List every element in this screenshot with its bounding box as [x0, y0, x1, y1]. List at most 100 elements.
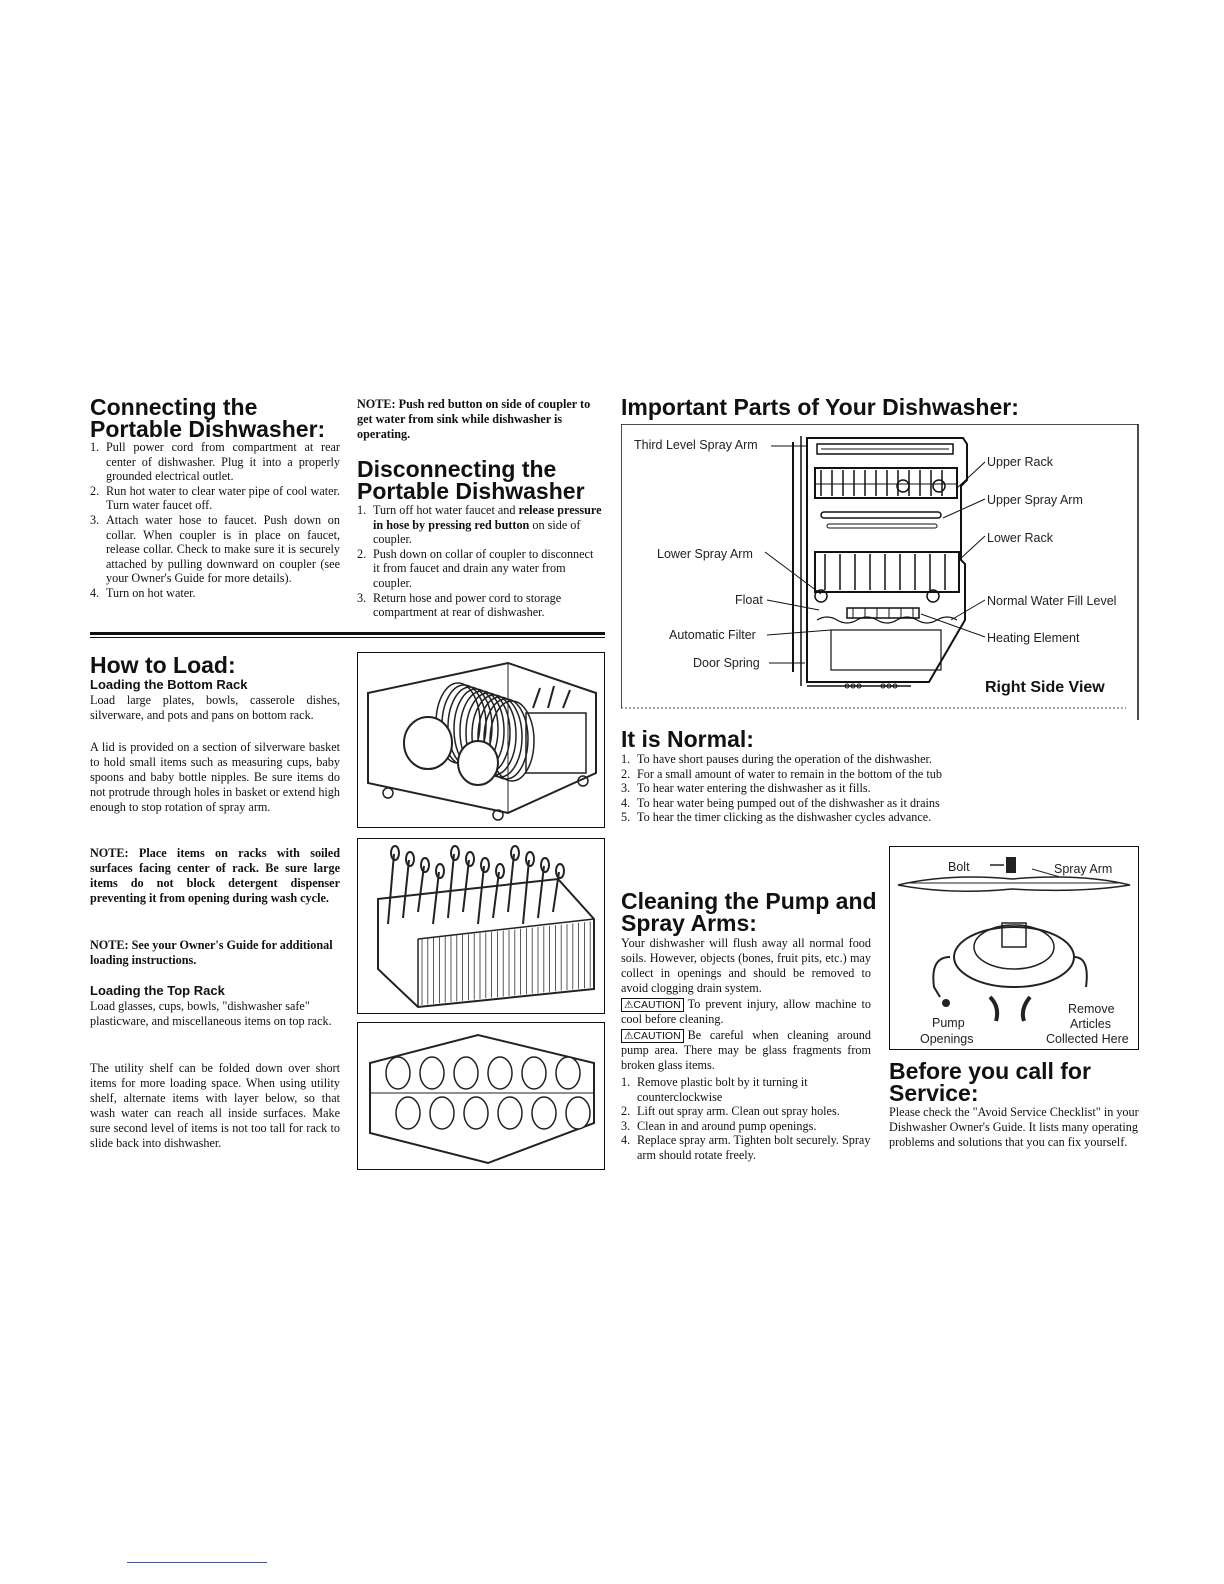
step-text: Clean in and around pump openings.	[637, 1118, 817, 1133]
disconnecting-step-3: 3. Return hose and power cord to storage…	[357, 591, 603, 620]
top-rack-heading: Loading the Top Rack	[90, 983, 225, 998]
label-openings: Openings	[920, 1032, 974, 1046]
step-number: 1.	[357, 503, 367, 517]
list-item: 3. To hear water entering the dishwasher …	[621, 781, 1141, 796]
dishwasher-diagram: Third Level Spray Arm Upper Rack Upper S…	[620, 423, 1141, 720]
step-text: Pull power cord from compartment at rear…	[106, 440, 340, 484]
step-number: 4.	[90, 585, 100, 600]
before-service-title: Before you call for Service:	[889, 1058, 1091, 1106]
label-lower-spray-arm: Lower Spray Arm	[657, 547, 753, 561]
step-number: 1.	[90, 440, 100, 454]
step-number: 4.	[621, 795, 631, 810]
step-text: Replace spray arm. Tighten bolt securely…	[637, 1133, 871, 1162]
label-automatic-filter: Automatic Filter	[669, 628, 756, 642]
coupler-note: NOTE: Push red button on side of coupler…	[357, 397, 591, 441]
list-item: 1.Remove plastic bolt by it turning it c…	[621, 1075, 873, 1104]
top-rack-text: Load glasses, cups, bowls, "dishwasher s…	[90, 999, 332, 1028]
disconnecting-step-1: 1. Turn off hot water faucet and release…	[357, 503, 603, 547]
list-item: 3.Clean in and around pump openings.	[621, 1119, 873, 1134]
silverware-basket-drawing	[377, 845, 595, 1009]
step-number: 4.	[621, 1133, 631, 1148]
step-number: 3.	[90, 512, 100, 527]
label-pump: Pump	[932, 1016, 965, 1030]
cleaning-intro: Your dishwasher will flush away all norm…	[621, 936, 871, 995]
list-item: 2. Run hot water to clear water pipe of c…	[90, 484, 340, 513]
list-item: 4. Turn on hot water.	[90, 586, 340, 601]
list-item: 3. Attach water hose to faucet. Push down…	[90, 513, 340, 586]
step-number: 3.	[357, 590, 367, 605]
step-text: Push down on collar of coupler to discon…	[373, 546, 594, 590]
list-item: 1. Pull power cord from compartment at re…	[90, 440, 340, 484]
caution-badge: ⚠CAUTION	[621, 1029, 684, 1043]
disconnecting-step-2: 2. Push down on collar of coupler to dis…	[357, 547, 603, 591]
list-item: 4. Replace spray arm. Tighten bolt secure…	[621, 1133, 873, 1162]
step-text: To hear water entering the dishwasher as…	[637, 781, 871, 796]
step-number: 2.	[621, 766, 631, 781]
basket-text: A lid is provided on a section of silver…	[90, 740, 340, 814]
label-lower-rack: Lower Rack	[987, 531, 1054, 545]
disconnecting-title: Disconnecting the Portable Dishwasher	[357, 456, 585, 504]
step-number: 1.	[621, 752, 631, 766]
step-number: 2.	[90, 483, 100, 498]
step-text: To hear water being pumped out of the di…	[637, 795, 940, 810]
label-remove: Remove	[1068, 1002, 1115, 1016]
label-spray-arm: Spray Arm	[1054, 862, 1112, 876]
step-text: Lift out spray arm. Clean out spray hole…	[637, 1104, 840, 1119]
bottom-rack-text: Load large plates, bowls, casserole dish…	[90, 693, 340, 722]
top-rack-illustration	[357, 1022, 605, 1170]
utility-shelf-text: The utility shelf can be folded down ove…	[90, 1061, 340, 1150]
caution-1-text: To prevent injury, allow machine to cool…	[621, 997, 871, 1026]
connecting-steps: 1. Pull power cord from compartment at re…	[90, 440, 340, 601]
pump-diagram: Bolt Spray Arm Remove Pump Articles Open…	[889, 846, 1139, 1050]
bottom-rack-heading: Loading the Bottom Rack	[90, 677, 248, 692]
footer-line	[127, 1562, 267, 1563]
step-text: Attach water hose to faucet. Push down o…	[106, 512, 340, 586]
label-door-spring: Door Spring	[693, 656, 760, 670]
dishwasher-diagram-svg: Third Level Spray Arm Upper Rack Upper S…	[620, 423, 1139, 720]
list-item: 2. For a small amount of water to remain …	[621, 767, 1141, 782]
label-normal-water-fill-level: Normal Water Fill Level	[987, 594, 1116, 608]
step-text: For a small amount of water to remain in…	[637, 766, 942, 781]
disconnecting-steps: 1. Turn off hot water faucet and release…	[357, 503, 603, 620]
step-text: To have short pauses during the operatio…	[637, 752, 932, 766]
label-float: Float	[735, 593, 763, 607]
label-upper-rack: Upper Rack	[987, 455, 1054, 469]
label-collected-here: Collected Here	[1046, 1032, 1129, 1046]
caution-2-text: Be careful when cleaning around pump are…	[621, 1028, 871, 1072]
section-divider	[90, 632, 605, 635]
important-parts-title: Important Parts of Your Dishwasher:	[621, 394, 1019, 420]
soiled-note: NOTE: Place items on racks with soiled s…	[90, 846, 340, 905]
bottom-rack-illustration	[357, 652, 605, 828]
silverware-basket-illustration	[357, 838, 605, 1014]
label-heating-element: Heating Element	[987, 631, 1080, 645]
step-text: To hear the timer clicking as the dishwa…	[637, 810, 932, 825]
cleaning-steps: 1.Remove plastic bolt by it turning it c…	[621, 1075, 873, 1163]
step-text: Run hot water to clear water pipe of coo…	[106, 483, 340, 513]
list-item: 4. To hear water being pumped out of the …	[621, 796, 1141, 811]
connecting-title: Connecting the Portable Dishwasher:	[90, 394, 326, 442]
it-is-normal-title: It is Normal:	[621, 726, 754, 752]
step-number: 3.	[621, 781, 631, 796]
it-is-normal-list: 1. To have short pauses during the operat…	[621, 752, 1141, 825]
step-number: 5.	[621, 810, 631, 825]
pump-diagram-svg: Bolt Spray Arm Remove Pump Articles Open…	[897, 857, 1131, 1046]
bottom-rack-drawing	[367, 661, 597, 821]
list-item: 5. To hear the timer clicking as the dish…	[621, 810, 1141, 825]
list-item: 2. Lift out spray arm. Clean out spray ho…	[621, 1104, 873, 1119]
label-third-level-spray-arm: Third Level Spray Arm	[634, 438, 758, 452]
cleaning-title: Cleaning the Pump and Spray Arms:	[621, 888, 877, 936]
guide-note: NOTE: See your Owner's Guide for additio…	[90, 938, 333, 967]
step-number: 2.	[357, 546, 367, 561]
label-articles: Articles	[1070, 1017, 1111, 1031]
step-number: 2.	[621, 1104, 631, 1119]
step-text: Turn off hot water faucet and	[373, 503, 519, 517]
step-text: Return hose and power cord to storage co…	[373, 590, 562, 620]
step-text-bold: release pressure in hose by pressing red…	[373, 503, 602, 532]
step-text: Remove plastic bolt by it turning it cou…	[637, 1075, 808, 1104]
section-divider-thin	[90, 637, 605, 638]
caution-badge: ⚠CAUTION	[621, 998, 684, 1012]
label-bolt: Bolt	[948, 860, 970, 874]
step-text: Turn on hot water.	[106, 585, 196, 600]
